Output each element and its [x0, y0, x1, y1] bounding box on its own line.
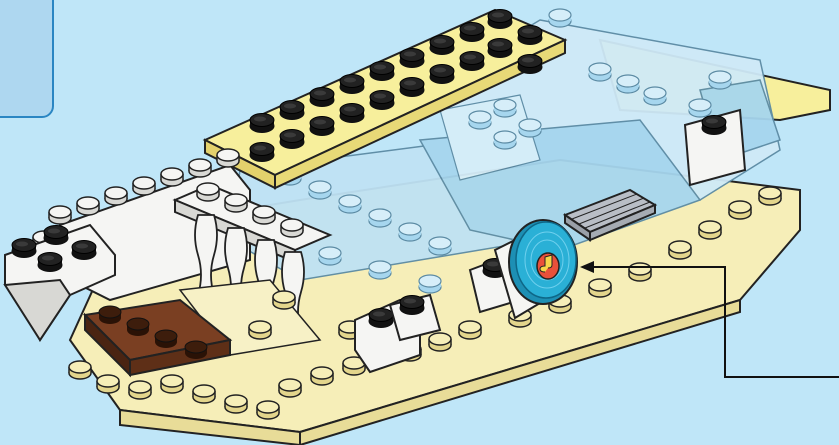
music-note-icon — [537, 253, 559, 279]
music-tile — [509, 220, 577, 304]
